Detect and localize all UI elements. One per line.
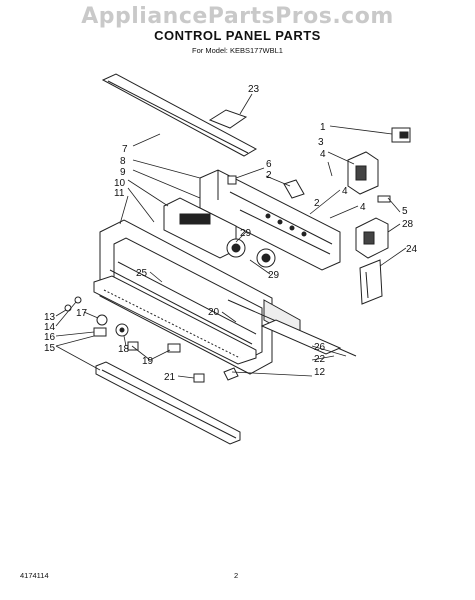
part-socket-28 — [355, 217, 389, 259]
part-bracket-24 — [359, 259, 383, 305]
part-16 — [93, 327, 107, 337]
callout-3: 3 — [318, 137, 324, 148]
part-12 — [223, 367, 239, 381]
callout-24: 24 — [406, 244, 418, 255]
part-drawings — [64, 73, 411, 445]
leader-lines — [55, 93, 407, 379]
callout-16: 16 — [44, 332, 56, 343]
part-plate-23 — [208, 109, 248, 129]
callout-29b: 29 — [268, 270, 280, 281]
callout-22: 22 — [314, 354, 326, 365]
callout-15: 15 — [44, 343, 56, 354]
callout-20: 20 — [208, 307, 220, 318]
part-trim-strip-top — [101, 73, 258, 157]
callout-labels: 23 1 3 4 7 8 9 10 11 6 2 4 4 2 5 28 24 2… — [44, 84, 418, 383]
callout-4a: 4 — [320, 149, 326, 160]
callout-4b: 4 — [342, 186, 348, 197]
callout-18: 18 — [118, 344, 130, 355]
callout-11: 11 — [114, 188, 125, 199]
part-switch-3 — [347, 151, 379, 195]
part-board-bracket — [199, 169, 341, 271]
footer-part-number: 4174114 — [20, 571, 49, 580]
footer-page-number: 2 — [234, 571, 239, 580]
part-clip-2 — [283, 179, 305, 199]
part-19 — [167, 343, 181, 353]
callout-17: 17 — [76, 308, 88, 319]
callout-28: 28 — [402, 219, 414, 230]
watermark: AppliancePartsPros.com — [81, 4, 394, 29]
part-connector-1 — [391, 127, 411, 143]
callout-7: 7 — [122, 144, 128, 155]
part-14 — [74, 296, 82, 304]
callout-23: 23 — [248, 84, 260, 95]
callout-14: 14 — [44, 322, 56, 333]
callout-26: 26 — [314, 342, 326, 353]
callout-6: 6 — [266, 159, 272, 170]
callout-2a: 2 — [266, 170, 272, 181]
part-5 — [377, 195, 391, 203]
callout-5: 5 — [402, 206, 408, 217]
callout-19: 19 — [142, 356, 154, 367]
callout-29a: 29 — [240, 228, 252, 239]
part-6 — [227, 175, 237, 185]
callout-2b: 2 — [314, 198, 320, 209]
callout-13: 13 — [44, 312, 56, 323]
callout-8: 8 — [120, 156, 126, 167]
part-bezel-15 — [93, 275, 257, 365]
callout-12: 12 — [314, 367, 326, 378]
part-trim-strip-bottom — [95, 361, 241, 445]
page-title: CONTROL PANEL PARTS — [154, 28, 321, 43]
callout-21: 21 — [164, 372, 176, 383]
callout-10: 10 — [114, 178, 126, 189]
callout-1: 1 — [320, 122, 326, 133]
callout-4c: 4 — [360, 202, 366, 213]
part-fastener-21 — [193, 373, 205, 383]
part-17 — [96, 314, 108, 326]
callout-25: 25 — [136, 268, 148, 279]
callout-9: 9 — [120, 167, 126, 178]
model-line: For Model: KEBS177WBL1 — [192, 46, 283, 55]
part-rail-22 — [260, 319, 342, 355]
